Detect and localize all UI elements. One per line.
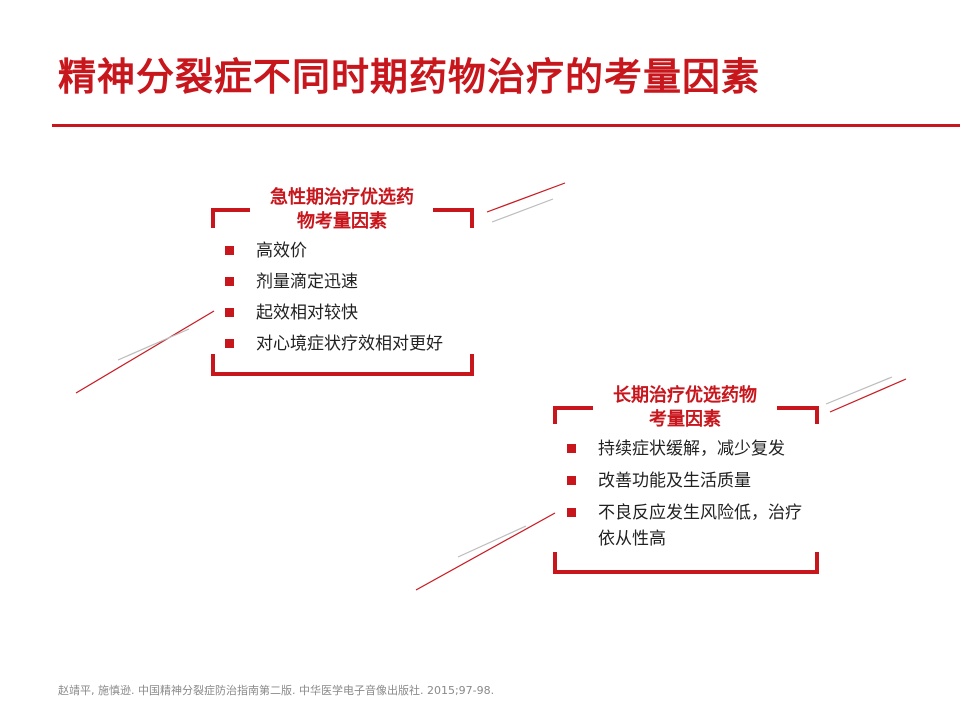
square-bullet-icon: [567, 444, 576, 453]
square-bullet-icon: [225, 277, 234, 286]
acute-box-heading: 急性期治疗优选药 物考量因素: [252, 186, 432, 234]
long-term-box-heading: 长期治疗优选药物 考量因素: [593, 384, 777, 432]
acute-heading-line1: 急性期治疗优选药: [270, 187, 414, 208]
long-term-item-text: 不良反应发生风险低，治疗依从性高: [598, 503, 802, 549]
page-title: 精神分裂症不同时期药物治疗的考量因素: [58, 55, 761, 99]
list-item: 对心境症状疗效相对更好: [222, 331, 468, 357]
list-item: 剂量滴定迅速: [222, 269, 468, 295]
square-bullet-icon: [225, 246, 234, 255]
square-bullet-icon: [567, 476, 576, 485]
square-bullet-icon: [225, 339, 234, 348]
square-bullet-icon: [225, 308, 234, 317]
acute-item-text: 高效价: [256, 241, 307, 261]
list-item: 持续症状缓解，减少复发: [564, 436, 812, 462]
square-bullet-icon: [567, 508, 576, 517]
long-term-heading-line1: 长期治疗优选药物: [613, 385, 757, 406]
acute-factor-list: 高效价 剂量滴定迅速 起效相对较快 对心境症状疗效相对更好: [222, 238, 468, 362]
long-term-heading-line2: 考量因素: [649, 409, 721, 430]
list-item: 不良反应发生风险低，治疗依从性高: [564, 500, 812, 552]
long-term-factor-list: 持续症状缓解，减少复发 改善功能及生活质量 不良反应发生风险低，治疗依从性高: [564, 436, 812, 558]
acute-heading-line2: 物考量因素: [297, 211, 387, 232]
reference-citation: 赵靖平, 施慎逊. 中国精神分裂症防治指南第二版. 中华医学电子音像出版社. 2…: [58, 684, 495, 697]
long-term-item-text: 持续症状缓解，减少复发: [598, 439, 785, 459]
list-item: 起效相对较快: [222, 300, 468, 326]
acute-item-text: 对心境症状疗效相对更好: [256, 334, 443, 354]
acute-item-text: 剂量滴定迅速: [256, 272, 358, 292]
list-item: 高效价: [222, 238, 468, 264]
list-item: 改善功能及生活质量: [564, 468, 812, 494]
long-term-item-text: 改善功能及生活质量: [598, 471, 751, 491]
acute-item-text: 起效相对较快: [256, 303, 358, 323]
title-divider: [52, 124, 960, 127]
